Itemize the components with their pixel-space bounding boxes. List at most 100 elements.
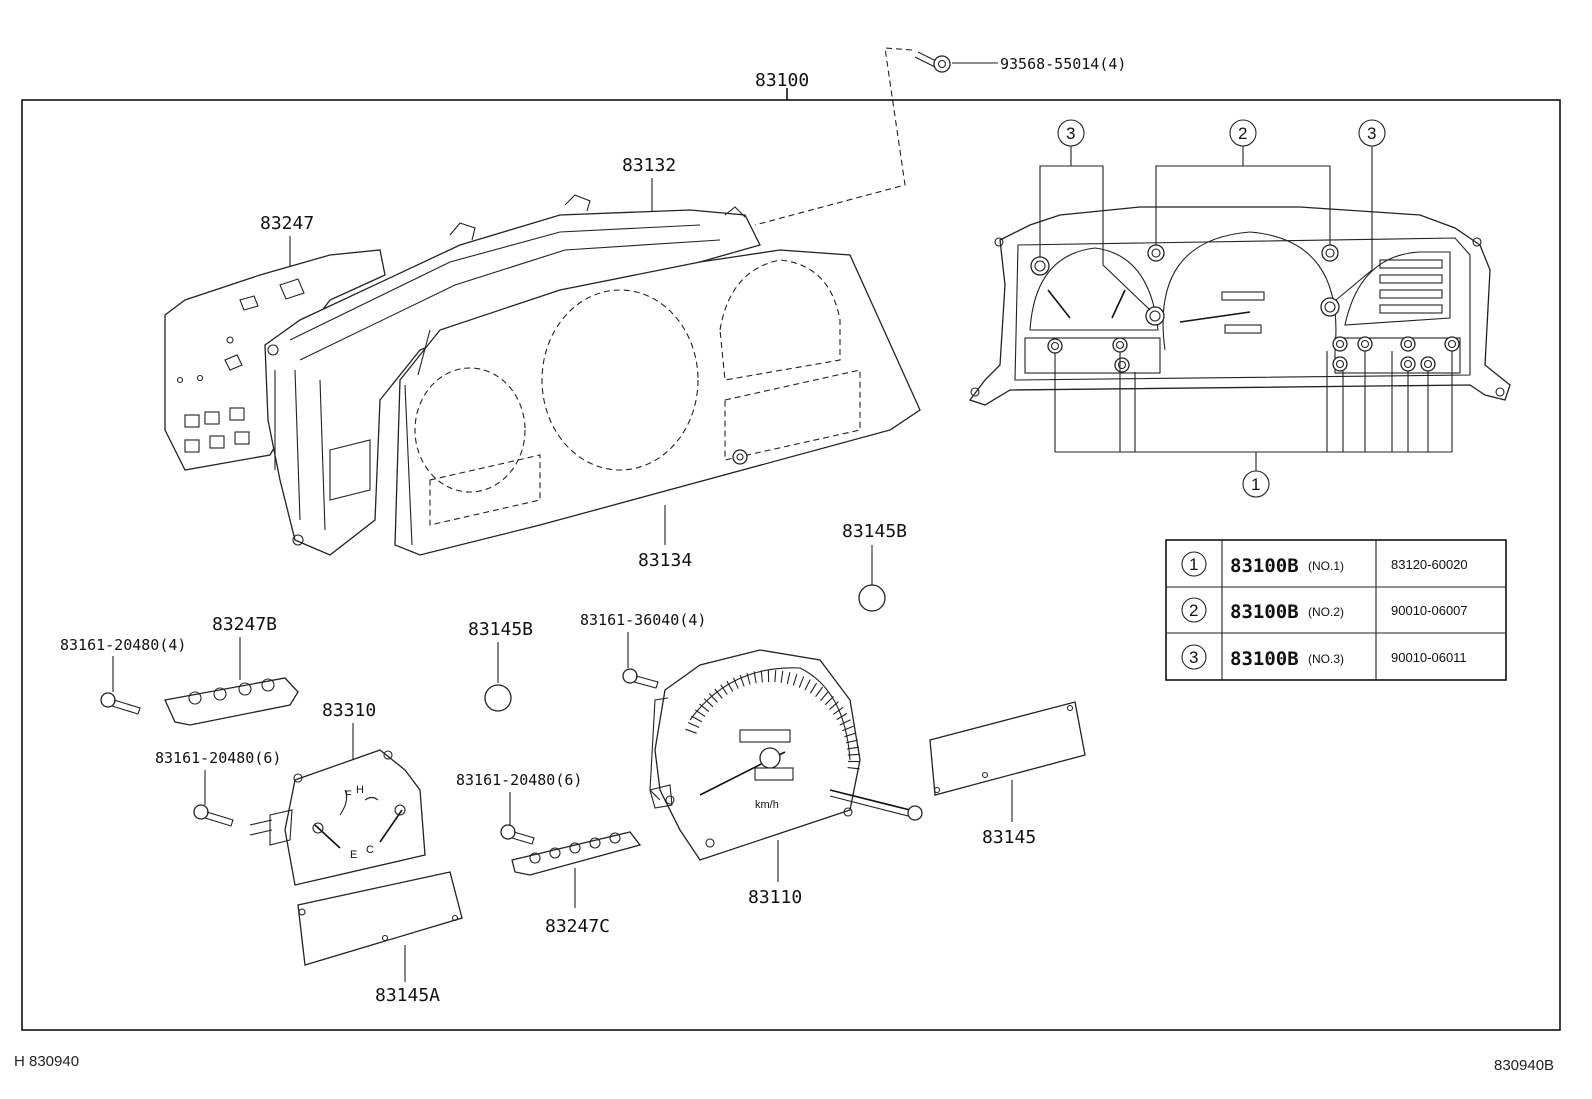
fuel-temp-gauge-83310: F E H C xyxy=(249,749,426,886)
screw-c-icon xyxy=(193,804,234,827)
screw-93568-icon xyxy=(914,51,951,73)
screw-a-icon xyxy=(100,692,141,715)
speedometer-tick xyxy=(746,672,751,685)
screw-b-icon xyxy=(622,668,659,689)
plate-83145 xyxy=(929,701,1086,796)
label-93568-55014: 93568-55014(4) xyxy=(1000,55,1126,73)
bulb-83145b-right xyxy=(858,584,886,612)
speedometer-tick xyxy=(739,674,745,687)
svg-text:90010-06011: 90010-06011 xyxy=(1391,650,1467,665)
meter-front-view xyxy=(968,206,1511,406)
speedometer-tick xyxy=(815,686,824,698)
table-row: 2 83100B (NO.2) 90010-06007 xyxy=(1181,597,1468,623)
speedometer-tick xyxy=(832,706,844,715)
speedometer-tick xyxy=(792,673,798,686)
svg-text:(NO.2): (NO.2) xyxy=(1308,605,1344,619)
svg-text:(NO.3): (NO.3) xyxy=(1308,652,1344,666)
svg-text:2: 2 xyxy=(1189,601,1198,620)
circuit-plate-83247c xyxy=(511,831,642,876)
bulb-83145b-left xyxy=(484,684,512,712)
label-83247: 83247 xyxy=(260,213,314,234)
speedometer-tick xyxy=(732,677,739,689)
trip-reset-knob xyxy=(829,789,923,821)
label-83134: 83134 xyxy=(638,550,692,571)
speedometer-tick xyxy=(714,688,723,699)
svg-text:2: 2 xyxy=(1238,124,1247,143)
svg-text:(NO.1): (NO.1) xyxy=(1308,559,1344,573)
svg-text:83100B: 83100B xyxy=(1230,555,1299,577)
ref-circle-3-left: 3 xyxy=(1057,119,1085,147)
speedometer-tick xyxy=(847,746,860,750)
label-83145: 83145 xyxy=(982,827,1036,848)
speedometer-tick xyxy=(786,672,791,685)
svg-text:90010-06007: 90010-06007 xyxy=(1391,603,1468,618)
table-row: 1 83100B (NO.1) 83120-60020 xyxy=(1181,551,1468,577)
label-83161-20480-6-left: 83161-20480(6) xyxy=(155,749,281,767)
temp-cold-mark: C xyxy=(366,844,374,856)
svg-text:83120-60020: 83120-60020 xyxy=(1391,557,1468,572)
speedometer-tick xyxy=(687,722,700,728)
svg-text:1: 1 xyxy=(1189,555,1198,574)
speedometer-tick xyxy=(708,693,718,703)
label-83132: 83132 xyxy=(622,155,676,176)
label-83161-20480-6-mid: 83161-20480(6) xyxy=(456,771,582,789)
speedometer-tick xyxy=(824,696,834,706)
ref-circle-2: 2 xyxy=(1229,119,1257,147)
speedometer-tick xyxy=(839,719,851,726)
label-83110: 83110 xyxy=(748,887,802,908)
footer-code-right: 830940B xyxy=(1494,1057,1554,1074)
svg-text:3: 3 xyxy=(1367,124,1376,143)
speedometer-tick xyxy=(703,698,714,708)
speedometer-tick xyxy=(798,676,805,688)
screw-d-icon xyxy=(500,824,535,845)
speedometer-tick xyxy=(780,670,784,683)
speedometer-tick xyxy=(726,680,734,692)
temp-hot-mark: H xyxy=(356,784,364,796)
speedometer-tick xyxy=(847,767,860,770)
ref-circle-1: 1 xyxy=(1242,470,1270,498)
bulb-reference-table: 1 83100B (NO.1) 83120-60020 2 83100B (NO… xyxy=(1165,539,1507,681)
label-83161-36040-4: 83161-36040(4) xyxy=(580,611,706,629)
label-83247b: 83247B xyxy=(212,614,277,635)
fuel-full-mark: F xyxy=(345,789,352,801)
speedometer-tick xyxy=(691,715,703,723)
footer-code-left: H 830940 xyxy=(14,1053,79,1070)
speedometer-tick xyxy=(820,691,829,701)
speedometer-tick xyxy=(845,739,858,744)
fuel-empty-mark: E xyxy=(350,849,357,861)
svg-text:3: 3 xyxy=(1066,124,1075,143)
speedometer-tick xyxy=(836,712,848,721)
speedometer-tick xyxy=(753,671,757,684)
svg-text:3: 3 xyxy=(1189,648,1198,667)
plate-83145a xyxy=(297,871,463,966)
diagram-frame xyxy=(21,99,1561,1031)
speed-unit-kmh: km/h xyxy=(755,799,779,811)
speedometer-tick xyxy=(760,670,763,683)
speedometer-tick xyxy=(685,728,697,734)
speedometer-tick xyxy=(842,725,854,732)
label-83247c: 83247C xyxy=(545,916,610,937)
speedometer-83110: km/h xyxy=(649,649,861,861)
svg-text:1: 1 xyxy=(1251,475,1260,494)
label-83100: 83100 xyxy=(755,70,809,91)
meter-glass-83134 xyxy=(394,249,921,556)
speedometer-tick xyxy=(720,684,728,696)
speedometer-tick xyxy=(699,703,710,713)
speedometer-tick xyxy=(847,753,860,756)
label-83310: 83310 xyxy=(322,700,376,721)
speedometer-tick xyxy=(829,701,839,710)
label-83161-20480-4: 83161-20480(4) xyxy=(60,636,186,654)
label-83145b-right: 83145B xyxy=(842,521,907,542)
label-83145b-left: 83145B xyxy=(468,619,533,640)
speedometer-tick xyxy=(844,732,857,738)
label-83145a: 83145A xyxy=(375,985,440,1006)
speedometer-tick xyxy=(694,709,706,718)
circuit-plate-83247b xyxy=(164,677,299,726)
speedometer-tick xyxy=(774,670,777,683)
dashed-screw-path xyxy=(754,47,913,226)
svg-text:83100B: 83100B xyxy=(1230,648,1299,670)
ref-circle-3-right: 3 xyxy=(1358,119,1386,147)
table-row: 3 83100B (NO.3) 90010-06011 xyxy=(1181,644,1467,670)
speedometer-tick xyxy=(809,682,818,694)
